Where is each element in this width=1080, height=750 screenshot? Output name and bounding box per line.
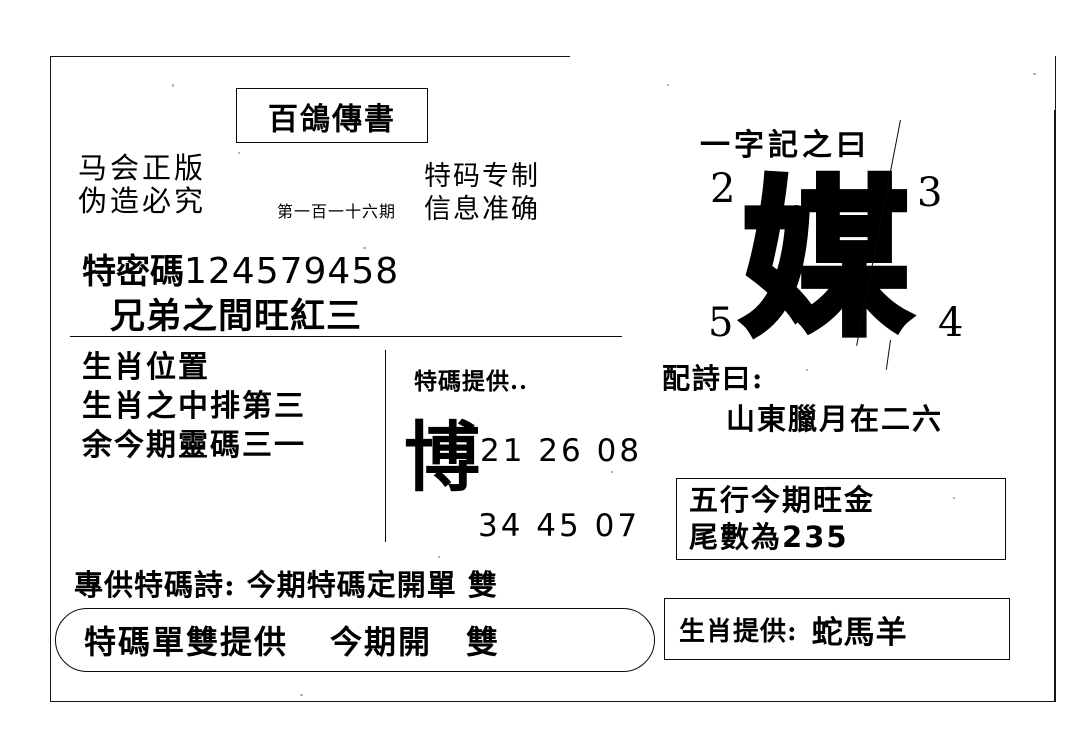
odd-even-mid: 今期開 <box>330 623 433 661</box>
corner-number-top-left: 2 <box>710 166 736 212</box>
special-code-numbers-row-1: 21 26 08 <box>480 433 643 469</box>
zodiac-line-2: 生肖之中排第三 <box>82 389 306 424</box>
poem-label: 配詩曰: <box>662 362 765 395</box>
scan-speck <box>667 84 669 86</box>
title-box: 百鴿傳書 <box>236 88 428 143</box>
secret-code-label: 特密碼 <box>82 252 184 292</box>
corner-number-top-right: 3 <box>917 170 943 216</box>
wuxing-box: 五行今期旺金 尾數為235 <box>676 478 1006 560</box>
brand-character: 博 <box>404 413 480 502</box>
zodiac-provide-label: 生肖提供: <box>679 616 798 647</box>
scan-speck <box>238 152 240 154</box>
corner-number-bottom-left: 5 <box>708 300 734 346</box>
scan-speck <box>172 84 174 87</box>
wuxing-tail-label: 尾數為 <box>689 520 783 554</box>
slogan-right-line2: 信息准确 <box>424 194 540 225</box>
secret-code-row: 特密碼124579458 <box>82 244 399 293</box>
scan-speck <box>806 369 808 371</box>
zodiac-line-3: 余今期靈碼三一 <box>82 428 306 463</box>
slogan-right-line1: 特码专制 <box>424 161 540 192</box>
poem-line: 山東臘月在二六 <box>726 402 944 436</box>
wuxing-line-1: 五行今期旺金 <box>689 483 876 517</box>
corner-number-bottom-right: 4 <box>938 300 964 346</box>
scan-speck <box>300 694 303 696</box>
zodiac-line-1: 生肖位置 <box>82 350 210 385</box>
wuxing-tail-value: 235 <box>782 520 849 554</box>
horizontal-divider <box>70 336 622 337</box>
document-frame <box>50 56 1056 702</box>
special-code-label: 特碼提供.. <box>414 368 529 395</box>
odd-even-box: 特碼單雙提供 今期開 雙 <box>55 608 655 672</box>
scan-speck <box>953 497 955 499</box>
bottom-poem-line: 專供特碼詩: 今期特碼定開單 雙 <box>74 568 498 602</box>
special-code-numbers-row-2: 34 45 07 <box>478 508 641 544</box>
scan-speck <box>1033 73 1036 75</box>
slogan-left-line2: 伪造必究 <box>78 184 207 218</box>
document-frame-right-segment <box>1054 110 1055 702</box>
zodiac-provide-box: 生肖提供: 蛇馬羊 <box>664 598 1010 660</box>
document-frame-top-segment <box>50 56 570 57</box>
slogan-right: 特码专制 信息准确 <box>424 160 540 226</box>
zodiac-provide-value: 蛇馬羊 <box>811 614 908 651</box>
odd-even-value: 雙 <box>466 623 499 661</box>
issue-number: 第一百一十六期 <box>277 202 397 221</box>
odd-even-label: 特碼單雙提供 <box>84 623 289 661</box>
scan-speck <box>363 247 366 249</box>
slogan-left-line1: 马会正版 <box>78 151 207 185</box>
secret-code-digits: 124579458 <box>184 251 400 292</box>
wuxing-line-2: 尾數為235 <box>689 519 1005 556</box>
zodiac-position-block: 生肖位置 生肖之中排第三 余今期靈碼三一 <box>82 348 306 465</box>
secret-phrase: 兄弟之間旺紅三 <box>110 296 363 337</box>
slogan-left: 马会正版 伪造必究 <box>78 152 206 218</box>
scan-speck <box>611 471 613 473</box>
page-title: 百鴿傳書 <box>268 101 396 137</box>
featured-character: 媒 <box>739 160 914 358</box>
vertical-divider <box>385 350 386 542</box>
scan-speck <box>438 556 440 558</box>
one-word-heading: 一字記之曰 <box>700 128 870 163</box>
